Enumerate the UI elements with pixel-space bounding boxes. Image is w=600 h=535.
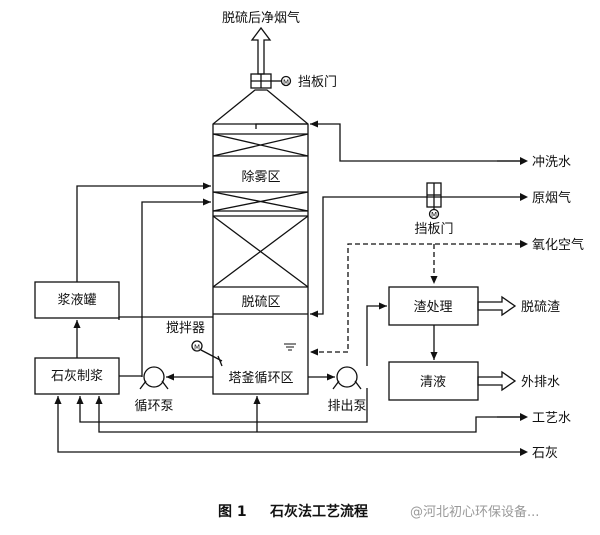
liquid-level-mark xyxy=(284,343,296,351)
oxidation-air-line xyxy=(310,243,520,356)
lime-feed-line xyxy=(54,396,520,453)
demister-pack-top xyxy=(212,133,309,157)
mid-damper-label: 挡板门 xyxy=(414,222,453,237)
mid-damper-motor xyxy=(428,208,440,220)
top-damper-motor xyxy=(280,75,292,87)
clear-liquid-label: 清液 xyxy=(420,375,446,390)
recycle-water-line xyxy=(76,388,368,423)
top-damper-motor-symbol: M xyxy=(283,79,289,87)
lime-slurry-prep-label: 石灰制浆 xyxy=(51,369,103,384)
slag-output-arrow xyxy=(477,295,517,317)
raw-flue-gas-line xyxy=(310,196,520,318)
clean-gas-outlet-arrow xyxy=(250,26,272,75)
discharge-pump xyxy=(336,366,358,388)
clear-liquid-output-arrow xyxy=(477,370,517,392)
clean-flue-gas-label: 脱硫后净烟气 xyxy=(222,10,300,26)
circulation-pump-label: 循环泵 xyxy=(134,399,173,414)
absorber-packing xyxy=(212,215,309,288)
mid-damper-motor-symbol: M xyxy=(431,211,437,219)
to-slag-treatment-line xyxy=(366,302,387,366)
absorber-tower xyxy=(212,89,309,395)
circulation-to-absorber-line xyxy=(141,198,211,377)
slurry-supply-line xyxy=(118,316,213,320)
process-water-label: 工艺水 xyxy=(532,411,571,426)
slurry-tank-to-absorber-line xyxy=(76,182,211,282)
desulfurization-slag-label: 脱硫渣 xyxy=(521,300,560,315)
discharge-pump-label: 排出泵 xyxy=(327,399,366,414)
circulation-pump xyxy=(143,366,165,388)
figure-title: 石灰法工艺流程 xyxy=(269,503,368,520)
flushing-water-label: 冲洗水 xyxy=(532,155,571,170)
lime-label: 石灰 xyxy=(532,446,558,461)
demister-zone-label: 除雾区 xyxy=(241,170,280,185)
spray-header xyxy=(255,123,308,129)
process-water-line xyxy=(95,396,520,433)
external-discharge-label: 外排水 xyxy=(521,375,560,390)
tower-sump-label: 塔釜循环区 xyxy=(228,371,293,386)
slag-treatment-label: 渣处理 xyxy=(413,300,452,315)
figure-number: 图 1 xyxy=(218,504,247,520)
agitator-label: 搅拌器 xyxy=(166,320,205,336)
agitator-shaft xyxy=(200,349,223,367)
desulfurization-zone-label: 脱硫区 xyxy=(241,295,280,310)
top-damper-label: 挡板门 xyxy=(298,75,337,90)
agitator-motor xyxy=(191,340,203,352)
raw-flue-gas-label: 原烟气 xyxy=(532,190,571,206)
slurry-tank-label: 浆液罐 xyxy=(57,293,96,308)
demister-pack-bottom xyxy=(212,191,309,212)
agitator-motor-symbol: M xyxy=(194,344,200,352)
oxidation-air-label: 氧化空气 xyxy=(532,237,584,253)
flushing-water-line xyxy=(310,120,520,162)
watermark: @河北初心环保设备... xyxy=(410,504,539,520)
